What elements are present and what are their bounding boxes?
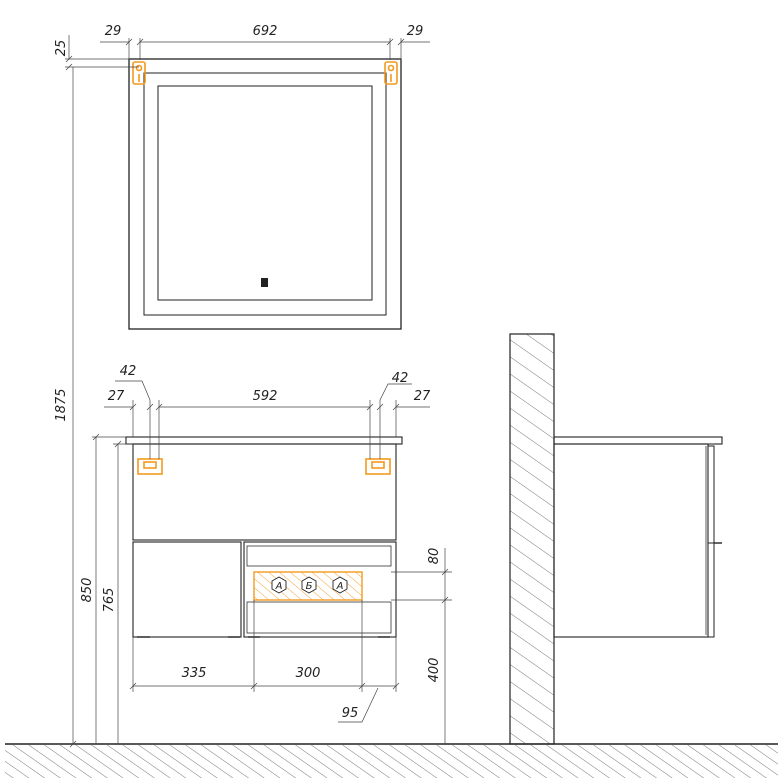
mirror-dim-right: 29 bbox=[407, 24, 424, 39]
svg-text:Б: Б bbox=[306, 581, 313, 592]
mounting-markers: А Б А bbox=[271, 576, 348, 594]
shelf-width: 300 bbox=[296, 666, 321, 681]
marker-a-left: А bbox=[271, 576, 287, 594]
cabinet-side-view bbox=[553, 436, 723, 638]
mount-height: 400 bbox=[427, 658, 442, 683]
drawer-height: 80 bbox=[427, 548, 442, 565]
wall-section bbox=[509, 333, 555, 745]
marker-b: Б bbox=[301, 576, 317, 594]
cabinet-dim-left-hole: 42 bbox=[120, 364, 137, 379]
overall-height: 1875 bbox=[54, 388, 69, 421]
cabinet-bracket-left bbox=[137, 458, 163, 475]
mirror bbox=[128, 58, 402, 330]
mirror-bracket-right bbox=[384, 61, 398, 85]
mirror-dim-width: 692 bbox=[253, 24, 278, 39]
cabinet-dim-left-edge: 27 bbox=[108, 389, 125, 404]
mirror-width-dimensions bbox=[100, 38, 430, 60]
marker-a-right: А bbox=[332, 576, 348, 594]
bottom-width-dimensions bbox=[129, 600, 400, 723]
mirror-bracket-left bbox=[132, 61, 146, 85]
cabinet-height-body: 765 bbox=[102, 588, 117, 613]
svg-text:А: А bbox=[336, 581, 344, 592]
cabinet-width-dimensions bbox=[104, 380, 430, 459]
svg-text:А: А bbox=[275, 581, 283, 592]
right-offset: 95 bbox=[342, 706, 359, 721]
cabinet-front-view bbox=[125, 436, 403, 638]
cabinet-dim-right-edge: 27 bbox=[414, 389, 431, 404]
cabinet-bracket-right bbox=[365, 458, 391, 475]
mirror-dim-left: 29 bbox=[105, 24, 122, 39]
switch-icon bbox=[261, 278, 268, 287]
overall-height-dimension bbox=[69, 67, 77, 748]
cabinet-height-dimensions bbox=[92, 433, 133, 744]
mirror-dim-top: 25 bbox=[54, 40, 69, 57]
mirror-top-offset-dimension bbox=[65, 35, 139, 71]
cabinet-height-top: 850 bbox=[80, 578, 95, 603]
floor bbox=[5, 743, 778, 778]
cabinet-dim-right-hole: 42 bbox=[392, 371, 409, 386]
mount-height-dimensions bbox=[391, 548, 452, 744]
left-door-width: 335 bbox=[182, 666, 207, 681]
cabinet-dim-width: 592 bbox=[253, 389, 278, 404]
